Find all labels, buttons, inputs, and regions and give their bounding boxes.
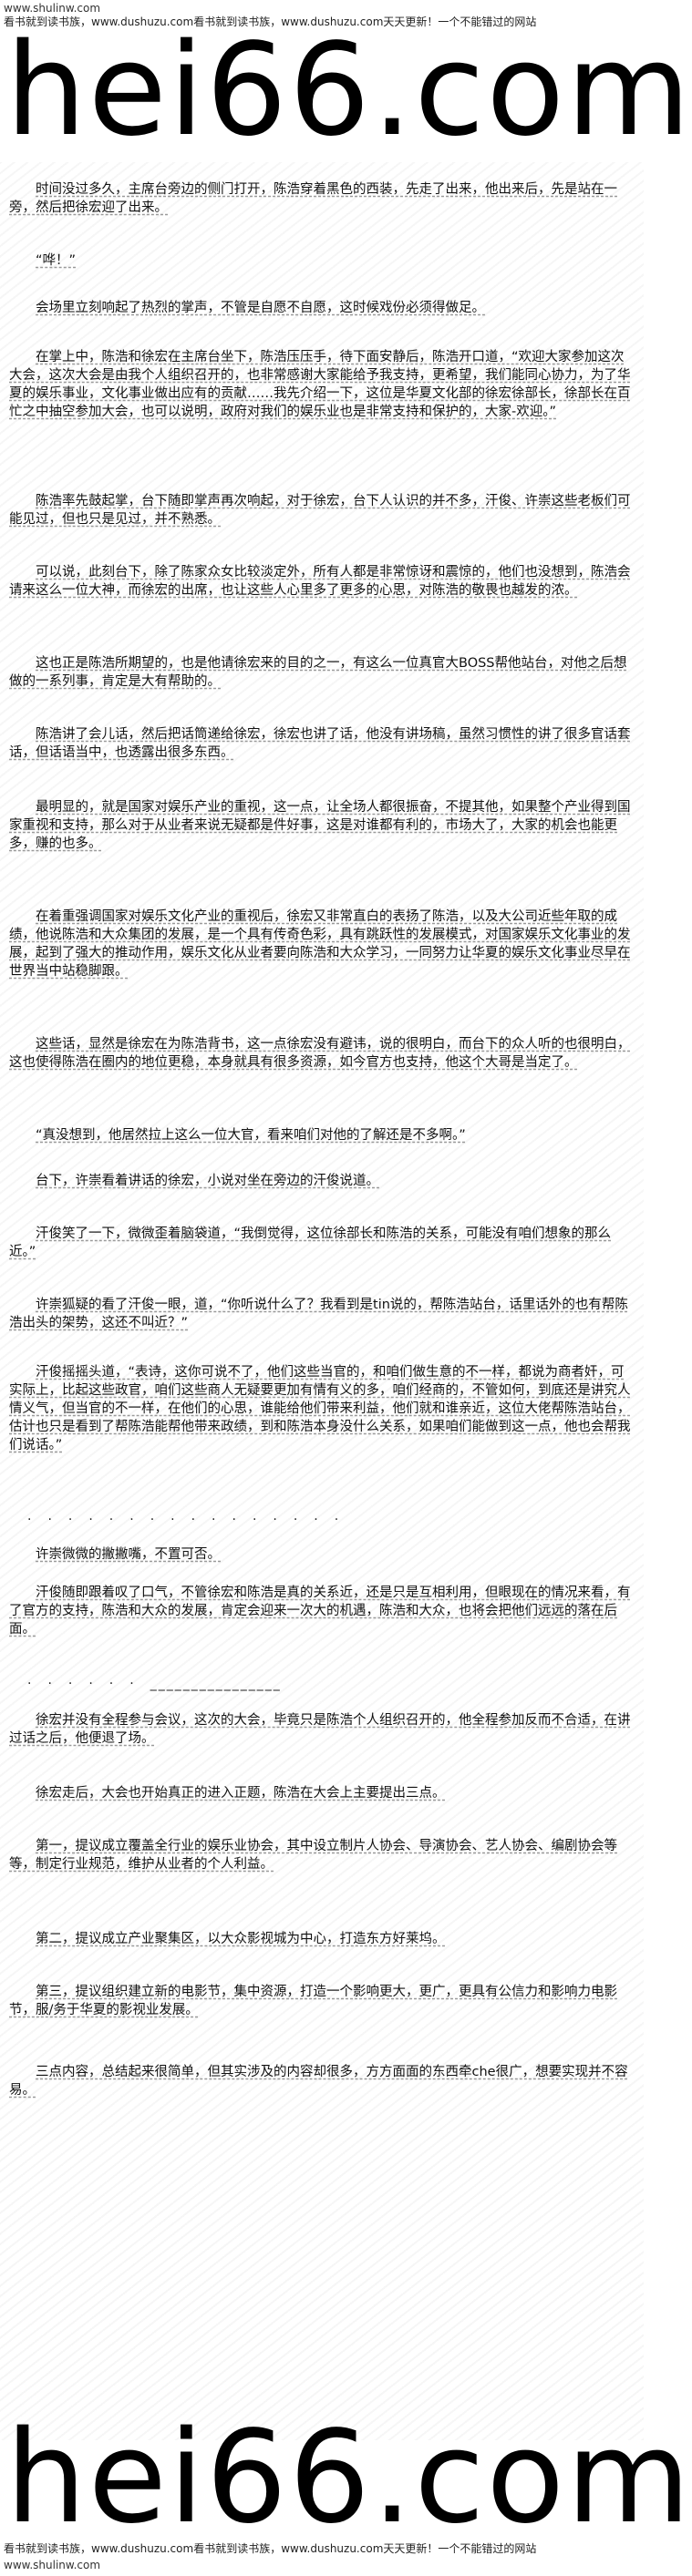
article-body: 时间没过多久，主席台旁边的侧门打开，陈浩穿着黑色的西装，先走了出来，他出来后，先…: [0, 162, 644, 2440]
paragraph: “哗！”: [36, 253, 77, 268]
paragraph: 陈浩率先鼓起掌，台下随即掌声再次响起，对于徐宏，台下人认识的并不多，汗俊、许崇这…: [9, 494, 631, 527]
paragraph: “真没想到，他居然拉上这么一位大官，看来咱们对他的了解还是不多啊。”: [36, 1128, 466, 1143]
paragraph: 可以说，此刻台下，除了陈家众女比较淡定外，所有人都是非常惊讶和震惊的，他们也没想…: [9, 565, 631, 598]
separator-dots: · · · · · · · · · · · · · · · ·: [27, 1513, 341, 1527]
paragraph: 最明显的，就是国家对娱乐产业的重视，这一点，让全场人都很振奋，不提其他，如果整个…: [9, 800, 631, 851]
paragraph: 汗俊笑了一下，微微歪着脑袋道，“我倒觉得，这位徐部长和陈浩的关系，可能没有咱们想…: [9, 1226, 612, 1259]
paragraph: 时间没过多久，主席台旁边的侧门打开，陈浩穿着黑色的西装，先走了出来，他出来后，先…: [9, 182, 617, 215]
site-url[interactable]: www.shulinw.com: [4, 2, 101, 15]
top-banner[interactable]: 看书就到读书族，www.dushuzu.com看书就到读书族，www.dushu…: [4, 15, 537, 28]
paragraph: 会场里立刻响起了热烈的掌声，不管是自愿不自愿，这时候戏份必须得做足。: [36, 301, 485, 315]
paragraph: 在着重强调国家对娱乐文化产业的重视后，徐宏又非常直白的表扬了陈浩，以及大公司近些…: [9, 909, 631, 979]
paragraph: 在掌上中，陈浩和徐宏在主席台坐下，陈浩压压手，待下面安静后，陈浩开口道，“欢迎大…: [9, 350, 631, 419]
paragraph: 台下，许崇看着讲话的徐宏，小说对坐在旁边的汗俊说道。: [36, 1174, 379, 1188]
paragraph: 徐宏并没有全程参与会议，这次的大会，毕竟只是陈浩个人组织召开的，他全程参加反而不…: [9, 1713, 631, 1746]
paragraph: 汗俊摇摇头道，“表诗，这你可说不了，他们这些当官的，和咱们做生意的不一样，都说为…: [9, 1365, 631, 1452]
bottom-banner[interactable]: 看书就到读书族，www.dushuzu.com看书就到读书族，www.dushu…: [4, 2542, 537, 2555]
paragraph: 三点内容，总结起来很简单，但其实涉及的内容却很多，方方面面的东西牵che很广，想…: [9, 2065, 628, 2098]
paragraph: 这也正是陈浩所期望的，也是他请徐宏来的目的之一，有这么一位真官大BOSS帮他站台…: [9, 656, 627, 689]
paragraph: 汗俊随即跟着叹了口气，不管徐宏和陈浩是真的关系近，还是只是互相利用，但眼现在的情…: [9, 1586, 631, 1637]
paragraph: 第一，提议成立覆盖全行业的娱乐业协会，其中设立制片人协会、导演协会、艺人协会、编…: [9, 1839, 617, 1872]
paragraph: 第二，提议成立产业聚集区，以大众影视城为中心，打造东方好莱坞。: [36, 1932, 446, 1946]
paragraph: 许崇狐疑的看了汗俊一眼，道，“你听说什么了？我看到是tin说的，帮陈浩站台，话里…: [9, 1298, 628, 1330]
paragraph: 第三，提议组织建立新的电影节，集中资源，打造一个影响更大，更广，更具有公信力和影…: [9, 1985, 617, 2017]
site-logo[interactable]: hei66.com: [5, 16, 692, 165]
separator-line: · · · · · · ________________: [27, 1677, 282, 1691]
paragraph: 陈浩讲了会儿话，然后把话筒递给徐宏，徐宏也讲了话，他没有讲场稿，虽然习惯性的讲了…: [9, 727, 631, 760]
paragraph: 这些话，显然是徐宏在为陈浩背书，这一点徐宏没有避讳，说的很明白，而台下的众人听的…: [9, 1037, 631, 1070]
paragraph: 徐宏走后，大会也开始真正的进入正题，陈浩在大会上主要提出三点。: [36, 1786, 446, 1801]
footer-logo[interactable]: hei66.com: [5, 2404, 692, 2552]
paragraph: 许崇微微的撇撇嘴，不置可否。: [36, 1547, 221, 1562]
footer-site-url[interactable]: www.shulinw.com: [4, 2559, 101, 2571]
